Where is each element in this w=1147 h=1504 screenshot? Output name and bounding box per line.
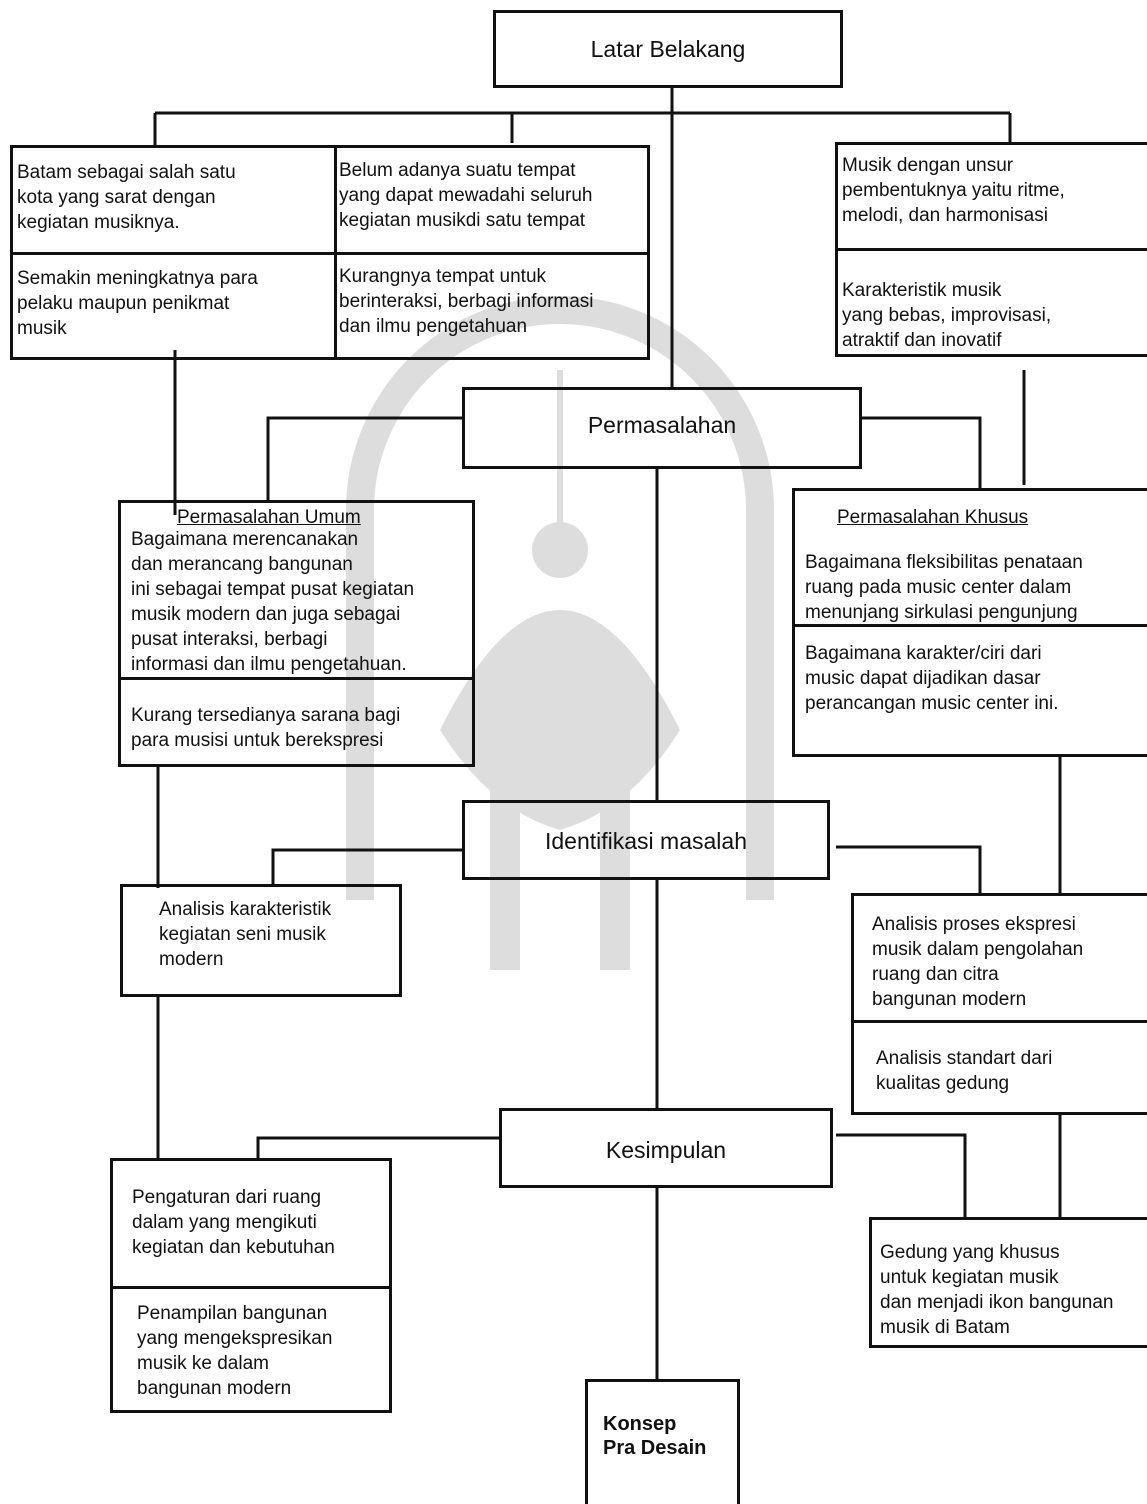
analisis-proses-text: Analisis proses ekspresi musik dalam pen…: [872, 914, 1084, 1010]
divider: [121, 677, 472, 680]
identifikasi-title: Identifikasi masalah: [545, 828, 747, 854]
permasalahan-title: Permasalahan: [587, 412, 737, 438]
background-left-box: Batam sebagai salah satu kota yang sarat…: [10, 145, 650, 360]
latar-belakang-title: Latar Belakang: [590, 36, 746, 62]
penampilan-text: Penampilan bangunan yang mengekspresikan…: [137, 1303, 333, 1399]
analisis-karakteristik-box: Analisis karakteristik kegiatan seni mus…: [120, 884, 402, 997]
karakter-text: Bagaimana karakter/ciri dari music dapat…: [805, 643, 1059, 714]
latar-belakang-box: Latar Belakang: [493, 10, 843, 88]
musik-unsur-text: Musik dengan unsur pembentuknya yaitu ri…: [842, 155, 1065, 226]
analisis-karakteristik-text: Analisis karakteristik kegiatan seni mus…: [159, 899, 332, 970]
karakteristik-text: Karakteristik musik yang bebas, improvis…: [842, 280, 1052, 351]
kesimpulan-box: Kesimpulan: [499, 1108, 833, 1188]
divider: [854, 1020, 1147, 1023]
batam-text: Batam sebagai salah satu kota yang sarat…: [17, 162, 236, 233]
kurangnya-text: Kurangnya tempat untuk berinteraksi, ber…: [339, 266, 594, 337]
fleksibilitas-text: Bagaimana fleksibilitas penataan ruang p…: [805, 552, 1083, 623]
permasalahan-umum-heading: Permasalahan Umum: [177, 507, 361, 528]
kesimpulan-title: Kesimpulan: [605, 1137, 727, 1163]
divider: [13, 252, 647, 255]
divider: [795, 624, 1147, 627]
gedung-text: Gedung yang khusus untuk kegiatan musik …: [880, 1242, 1114, 1338]
pengaturan-text: Pengaturan dari ruang dalam yang mengiku…: [132, 1187, 335, 1258]
university-logo-watermark: [346, 296, 774, 970]
analisis-right-box: Analisis proses ekspresi musik dalam pen…: [851, 893, 1147, 1115]
permasalahan-umum-text: Bagaimana merencanakan dan merancang ban…: [131, 529, 415, 675]
konsep-pra-desain-box: Konsep Pra Desain: [585, 1379, 740, 1504]
permasalahan-khusus-heading: Permasalahan Khusus: [837, 507, 1029, 528]
permasalahan-box: Permasalahan: [462, 387, 862, 469]
belum-text: Belum adanya suatu tempat yang dapat mew…: [339, 160, 593, 231]
konsep-pra-desain-title: Konsep Pra Desain: [603, 1413, 707, 1459]
permasalahan-khusus-box: Permasalahan Khusus Bagaimana fleksibili…: [792, 488, 1147, 757]
analisis-standart-text: Analisis standart dari kualitas gedung: [876, 1048, 1053, 1094]
permasalahan-umum-box: Permasalahan Umum Bagaimana merencanakan…: [118, 500, 475, 767]
divider: [838, 248, 1147, 251]
kurang-sarana-text: Kurang tersedianya sarana bagi para musi…: [131, 705, 401, 751]
background-right-box: Musik dengan unsur pembentuknya yaitu ri…: [835, 142, 1147, 357]
kesimpulan-left-box: Pengaturan dari ruang dalam yang mengiku…: [110, 1158, 392, 1413]
semakin-text: Semakin meningkatnya para pelaku maupun …: [17, 268, 258, 339]
gedung-box: Gedung yang khusus untuk kegiatan musik …: [869, 1217, 1147, 1348]
identifikasi-box: Identifikasi masalah: [462, 800, 830, 880]
divider: [113, 1286, 389, 1289]
